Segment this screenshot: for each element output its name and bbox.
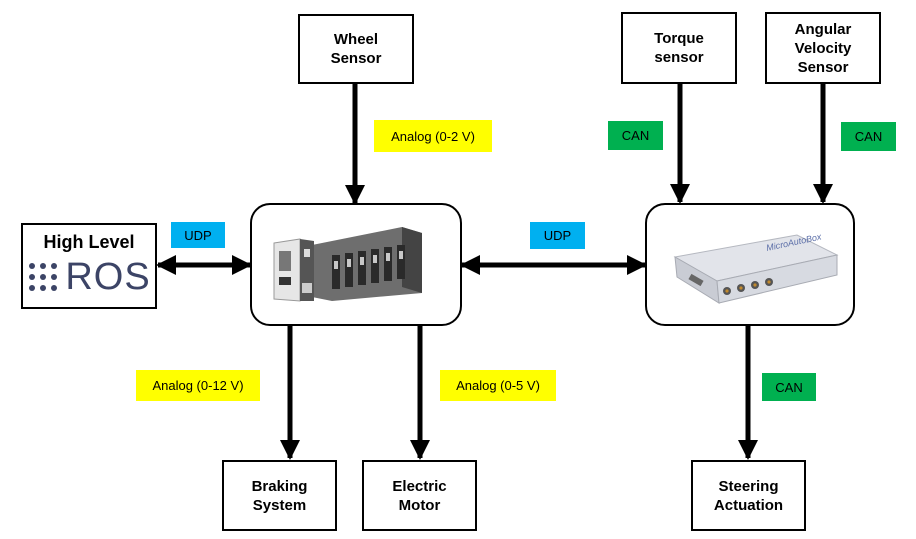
analog-wheel-tag: Analog (0-2 V) xyxy=(374,120,492,152)
high-level-box: High Level ROS xyxy=(21,223,157,309)
analog-wheel-label: Analog (0-2 V) xyxy=(391,128,475,144)
ros-logo: ROS xyxy=(27,257,150,297)
can-steering-label: CAN xyxy=(775,379,803,395)
analog-motor-tag: Analog (0-5 V) xyxy=(440,370,556,401)
torque-sensor-label: Torque sensor xyxy=(654,30,704,66)
braking-system-label: Braking System xyxy=(251,477,308,514)
ros-logo-text: ROS xyxy=(65,256,151,298)
electric-motor-box: Electric Motor xyxy=(362,460,477,531)
steering-actuation-box: Steering Actuation xyxy=(691,460,806,531)
interface-unit-icon: MicroAutoBox xyxy=(673,231,839,304)
can-steering-tag: CAN xyxy=(762,373,816,401)
angular-velocity-sensor-label: Angular Velocity Sensor xyxy=(794,20,852,76)
wheel-sensor-label: Wheel Sensor xyxy=(330,31,382,67)
udp-left-tag: UDP xyxy=(171,222,225,248)
can-angular-label: CAN xyxy=(854,129,883,144)
torque-sensor-box: Torque sensor xyxy=(621,12,737,84)
controller-hub xyxy=(250,203,462,326)
analog-braking-tag: Analog (0-12 V) xyxy=(136,370,260,401)
controller-chassis-icon xyxy=(273,227,422,302)
wheel-sensor-box: Wheel Sensor xyxy=(298,14,414,84)
electric-motor-label: Electric Motor xyxy=(392,477,447,514)
udp-center-label: UDP xyxy=(543,228,572,243)
udp-left-label: UDP xyxy=(184,227,212,243)
analog-motor-label: Analog (0-5 V) xyxy=(456,378,540,393)
steering-actuation-label: Steering Actuation xyxy=(713,477,784,514)
braking-system-box: Braking System xyxy=(222,460,337,531)
analog-braking-label: Analog (0-12 V) xyxy=(152,378,244,393)
angular-velocity-sensor-box: Angular Velocity Sensor xyxy=(765,12,881,84)
can-torque-tag: CAN xyxy=(608,121,663,150)
udp-center-tag: UDP xyxy=(530,222,585,249)
high-level-label: High Level xyxy=(43,232,135,252)
interface-hub: MicroAutoBox xyxy=(645,203,855,326)
can-torque-label: CAN xyxy=(621,128,650,143)
ros-dots-icon xyxy=(29,263,58,291)
can-angular-tag: CAN xyxy=(841,122,896,151)
